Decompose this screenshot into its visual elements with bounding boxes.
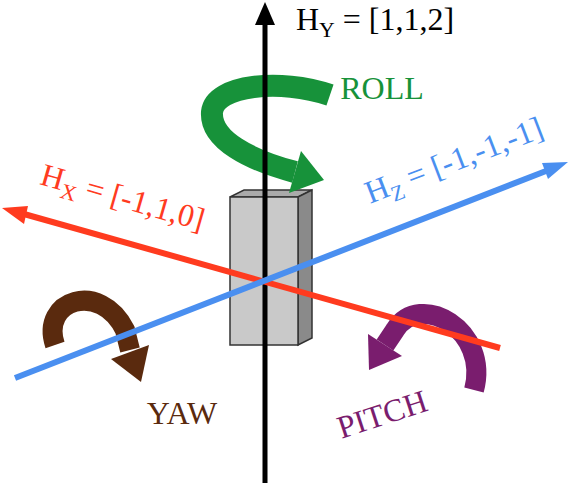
yaw-arrow [53, 301, 130, 350]
rotation-label-group: ROLL [340, 72, 424, 104]
axis-label-group: HY = [1,1,2] [296, 3, 454, 42]
pitch-arrowhead [368, 334, 402, 370]
rotation-label: PITCH [332, 383, 431, 446]
x-axis-arrowhead [2, 206, 28, 224]
yaw-arrowhead [111, 345, 149, 382]
y-axis [263, 22, 268, 483]
axis-label: = [-1,1,0] [82, 169, 209, 237]
rotation-label: ROLL [340, 70, 424, 106]
rotation-label: YAW [147, 395, 217, 431]
rotation-label-group: YAW [147, 397, 217, 429]
axis-label: H [296, 1, 319, 37]
roll-arrow [212, 86, 330, 172]
axis-label-group: HX= [-1,1,0] [36, 158, 209, 242]
roll-arrowhead [289, 151, 324, 193]
axis-label-group: HZ= [-1,-1,-1] [360, 111, 549, 214]
axis-subscript: Y [319, 18, 335, 42]
pitch-arrow [385, 314, 476, 390]
axis-label: = [1,1,2] [343, 1, 454, 37]
rotation-label-group: PITCH [333, 384, 431, 443]
y-axis-arrowhead [255, 2, 275, 25]
z-axis-arrowhead [542, 162, 568, 179]
